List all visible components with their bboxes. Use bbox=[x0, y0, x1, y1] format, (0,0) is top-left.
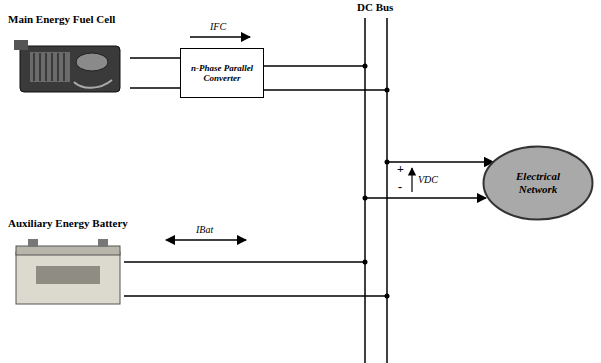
stack-plate bbox=[57, 53, 59, 81]
node-text: Electrical Network bbox=[502, 170, 574, 196]
network-ellipse: Electrical Network bbox=[482, 145, 594, 221]
current-arrow bbox=[190, 36, 250, 38]
battery-lower-wire bbox=[124, 295, 387, 297]
stack-plate bbox=[33, 53, 35, 81]
bus-line bbox=[386, 18, 388, 363]
voltage-label: VDC bbox=[418, 174, 438, 185]
fuel-cell-pipe bbox=[74, 80, 112, 88]
fuel-cell-picture: Main Energy Fuel Cell bbox=[12, 32, 130, 102]
converter-box: n-Phase Parallel Converter bbox=[180, 48, 264, 98]
voltage-arrow bbox=[411, 168, 412, 192]
network-ellipse-shape bbox=[484, 147, 593, 220]
battery-lid bbox=[16, 246, 120, 255]
fuel-cell-lower-wire bbox=[130, 87, 180, 89]
stack-plate bbox=[45, 53, 47, 81]
battery-body bbox=[16, 252, 120, 304]
polarity-sign: - bbox=[398, 180, 402, 195]
current-arrow bbox=[166, 239, 246, 241]
dc-bus-art bbox=[364, 18, 388, 363]
current-label: IFC bbox=[210, 21, 226, 32]
battery-terminal bbox=[28, 239, 38, 247]
node-text: n-Phase Parallel Converter bbox=[185, 63, 259, 84]
stack-plate bbox=[51, 53, 53, 81]
stack-plate bbox=[39, 53, 41, 81]
network-lower-arrow bbox=[365, 197, 486, 199]
battery-terminal bbox=[98, 239, 108, 247]
dc-bus: DC Bus bbox=[364, 18, 388, 363]
node-heading: Main Energy Fuel Cell bbox=[8, 13, 115, 25]
node-heading: Auxiliary Energy Battery bbox=[8, 217, 128, 229]
wire-connector bbox=[124, 261, 364, 263]
current-label: IBat bbox=[196, 224, 213, 235]
converter-lower-wire bbox=[264, 89, 387, 91]
fuel-cell-stack bbox=[30, 52, 70, 82]
battery-plate bbox=[36, 266, 100, 284]
bus-line bbox=[364, 18, 366, 363]
stack-plate bbox=[63, 53, 65, 81]
fuel-cell-body bbox=[20, 46, 120, 92]
fuel-cell-tank bbox=[76, 53, 108, 71]
polarity-sign: + bbox=[397, 162, 404, 177]
wire-connector bbox=[130, 57, 180, 59]
wire-connector bbox=[264, 65, 364, 67]
fuel-cell-picture-art bbox=[12, 32, 130, 102]
battery-picture: Auxiliary Energy Battery bbox=[12, 236, 124, 308]
fuel-cell-fitting bbox=[14, 40, 28, 50]
node-heading: DC Bus bbox=[357, 1, 393, 13]
battery-picture-art bbox=[12, 236, 124, 308]
